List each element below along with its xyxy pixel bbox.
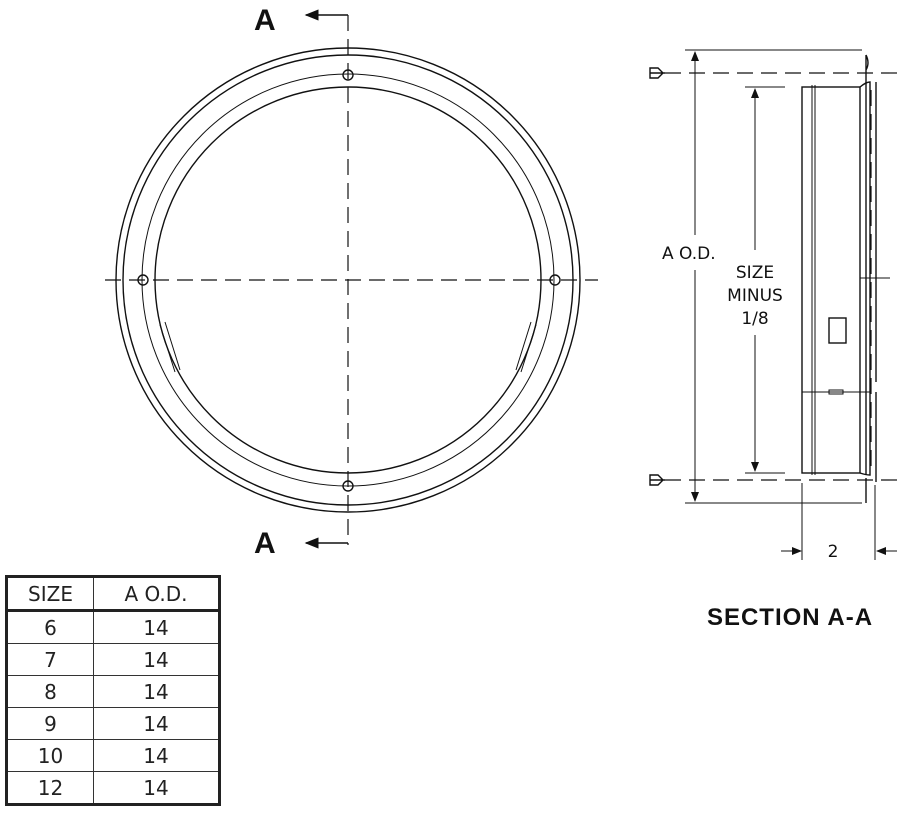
cell-od: 14	[93, 675, 220, 708]
table-header: SIZE A O.D.	[6, 576, 220, 612]
plan-view: A A	[105, 4, 598, 560]
size-label: MINUS	[727, 286, 783, 306]
section-label-bottom: A	[254, 527, 276, 560]
cell-size: 7	[6, 643, 94, 676]
depth-label: 2	[828, 542, 839, 562]
section-title: SECTION A-A	[707, 604, 873, 631]
cell-size: 9	[6, 707, 94, 740]
mounting-hole	[549, 274, 561, 286]
cell-od: 14	[93, 771, 220, 805]
collar-body	[801, 86, 861, 474]
size-label: SIZE	[736, 263, 774, 283]
section-label-top: A	[254, 4, 276, 37]
cell-size: 6	[6, 610, 94, 644]
label-window	[828, 317, 847, 344]
mounting-hole	[342, 69, 354, 81]
header-size: SIZE	[6, 576, 94, 612]
cell-size: 10	[6, 739, 94, 772]
tab-marks	[159, 321, 537, 373]
header-od: A O.D.	[93, 576, 220, 612]
cell-size: 12	[6, 771, 94, 805]
cell-od: 14	[93, 610, 220, 644]
section-view: A O.D. SIZE MINUS 1/8 2 SECTION A-A	[649, 49, 900, 631]
mounting-hole	[342, 480, 354, 492]
push-pin-icon	[649, 474, 665, 486]
cell-od: 14	[93, 739, 220, 772]
size-label: 1/8	[741, 309, 768, 329]
od-label: A O.D.	[662, 244, 716, 264]
cell-od: 14	[93, 707, 220, 740]
mounting-hole	[137, 274, 149, 286]
push-pin-icon	[649, 67, 665, 79]
cell-size: 8	[6, 675, 94, 708]
cell-od: 14	[93, 643, 220, 676]
